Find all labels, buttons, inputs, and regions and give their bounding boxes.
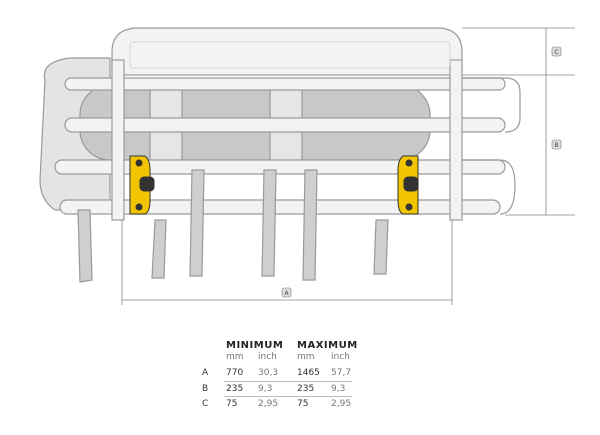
cell: 30,3 bbox=[258, 368, 279, 378]
svg-text:C: C bbox=[554, 49, 558, 56]
cell: 2,95 bbox=[258, 399, 279, 409]
right-loop bbox=[460, 159, 516, 215]
unit-label: mm bbox=[226, 352, 244, 362]
hanging-strap bbox=[151, 219, 167, 279]
cell: 235 bbox=[297, 384, 315, 394]
rail-lower bbox=[59, 199, 501, 215]
rail-upper bbox=[64, 117, 506, 133]
cell: 57,7 bbox=[331, 368, 352, 378]
cell: 770 bbox=[226, 368, 244, 378]
row-label: C bbox=[202, 399, 209, 409]
dimension-a-label: A bbox=[281, 287, 292, 298]
rail-middle bbox=[54, 159, 506, 175]
row-divider bbox=[224, 381, 352, 382]
maximum-header: MAXIMUM bbox=[297, 340, 358, 351]
row-label: A bbox=[202, 368, 209, 378]
hanging-strap bbox=[261, 169, 277, 277]
rail-top bbox=[64, 77, 506, 91]
top-platform bbox=[111, 27, 463, 76]
minimum-header: MINIMUM bbox=[226, 340, 284, 351]
clamp-right bbox=[397, 155, 419, 215]
hanging-strap bbox=[302, 169, 318, 281]
svg-text:B: B bbox=[554, 142, 558, 149]
hanging-strap bbox=[373, 219, 389, 275]
svg-text:A: A bbox=[284, 290, 289, 297]
unit-label: inch bbox=[331, 352, 350, 362]
hanging-strap bbox=[189, 169, 205, 277]
dimension-c-label: C bbox=[551, 46, 562, 57]
row-label: B bbox=[202, 384, 209, 394]
cell: 75 bbox=[297, 399, 309, 409]
knob-icon bbox=[139, 176, 155, 192]
right-loop bbox=[460, 77, 521, 133]
cell: 1465 bbox=[297, 368, 320, 378]
cell: 2,95 bbox=[331, 399, 352, 409]
clamp-left bbox=[129, 155, 155, 215]
hanging-strap bbox=[77, 209, 93, 283]
unit-label: mm bbox=[297, 352, 315, 362]
cell: 9,3 bbox=[331, 384, 346, 394]
knob-icon bbox=[403, 176, 419, 192]
cell: 9,3 bbox=[258, 384, 273, 394]
unit-label: inch bbox=[258, 352, 277, 362]
dimension-b-label: B bbox=[551, 139, 562, 150]
cell: 235 bbox=[226, 384, 244, 394]
row-divider bbox=[224, 396, 352, 397]
cell: 75 bbox=[226, 399, 238, 409]
rack-diagram: C B A bbox=[39, 27, 575, 305]
